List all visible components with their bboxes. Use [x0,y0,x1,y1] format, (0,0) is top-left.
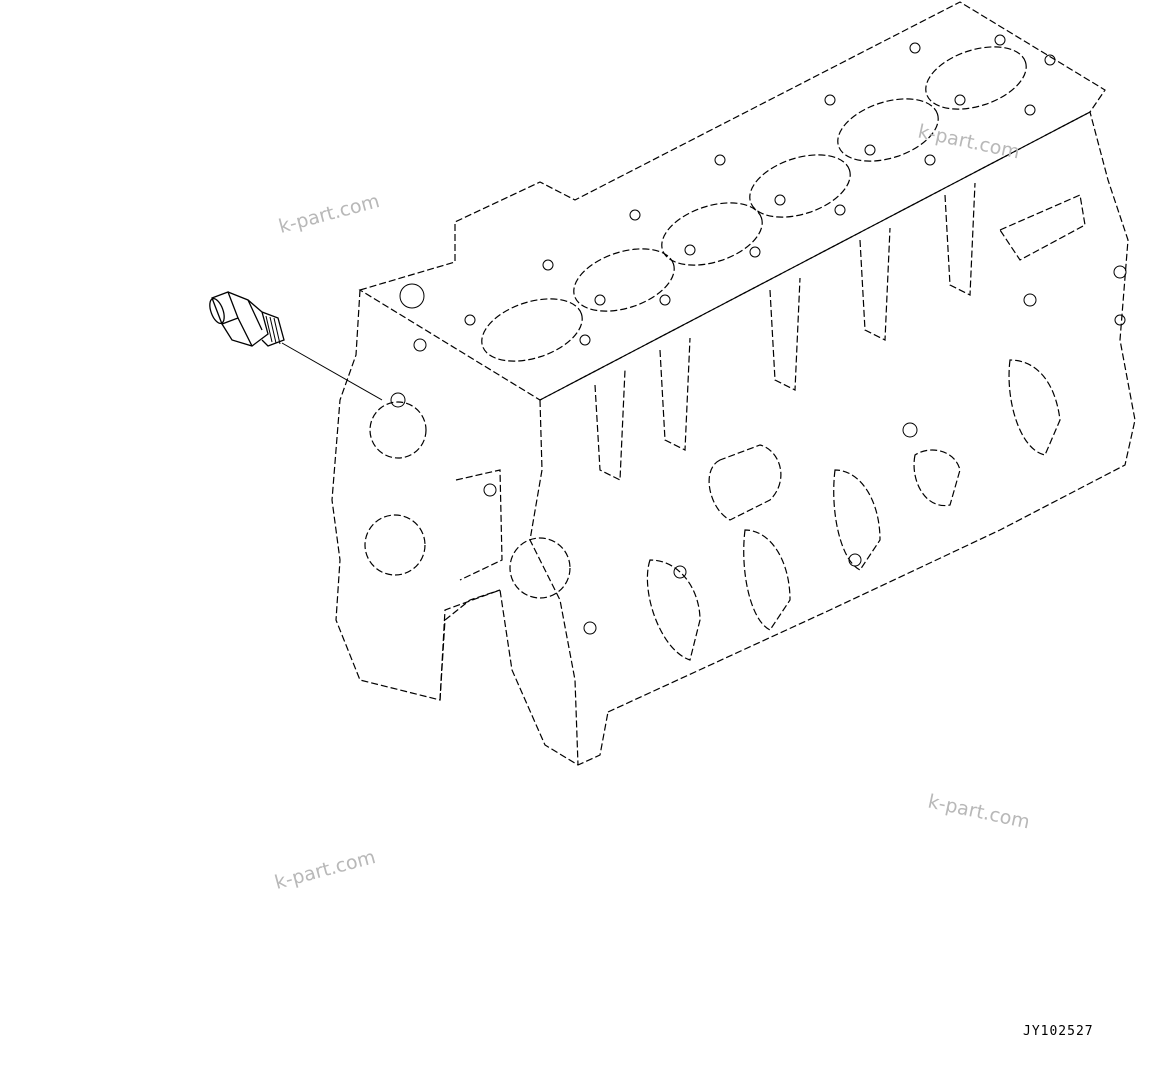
leader-line [281,342,383,401]
sensor-icon [209,291,285,347]
drawing-id-label: JY102527 [1023,1024,1094,1039]
engine-block-icon [331,1,1136,766]
